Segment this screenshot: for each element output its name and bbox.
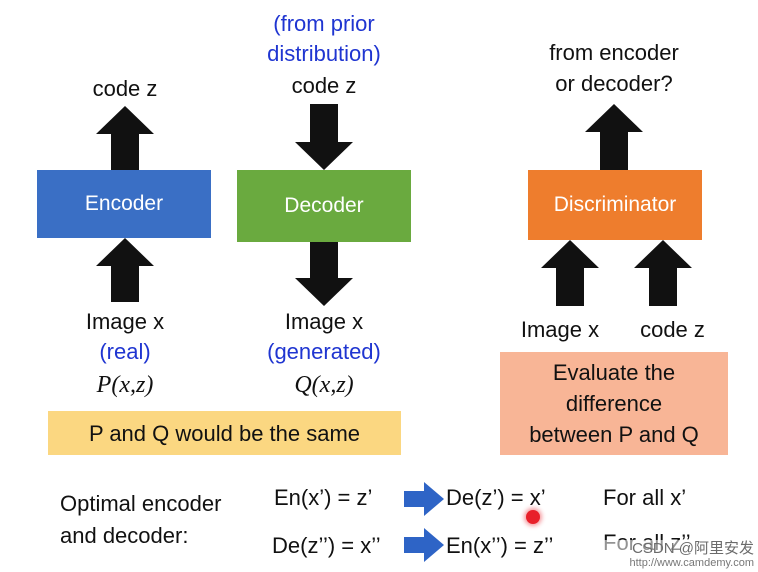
encoder-input-note: (real) bbox=[99, 339, 151, 364]
watermark: CSDN @阿里安发 http://www.camdemy.com bbox=[588, 540, 754, 570]
evaluate-note-line2: difference bbox=[565, 391, 663, 416]
optimal-label-line2: and decoder: bbox=[60, 523, 189, 548]
row1-encoder-equation: En(x’) = z’ bbox=[274, 485, 373, 510]
pq-same-note: P and Q would be the same bbox=[48, 411, 401, 455]
row1-decoder-equation: De(z’) = x’ bbox=[446, 485, 546, 510]
decoder-box: Decoder bbox=[237, 170, 411, 242]
decoder-output-label: Image x bbox=[284, 309, 364, 334]
discriminator-question-line2: or decoder? bbox=[555, 71, 673, 96]
decoder-prior-note-line2: distribution) bbox=[267, 41, 381, 66]
discriminator-box-label: Discriminator bbox=[553, 193, 677, 216]
distribution-q: Q(x,z) bbox=[294, 372, 354, 398]
pointer-dot bbox=[526, 510, 540, 524]
watermark-line2: http://www.camdemy.com bbox=[629, 557, 755, 569]
decoder-input-label: code z bbox=[291, 73, 357, 98]
encoder-output-label: code z bbox=[92, 76, 158, 101]
encoder-output-arrow bbox=[96, 106, 154, 170]
encoder-input-arrow bbox=[96, 238, 154, 302]
discriminator-code-input-arrow bbox=[634, 240, 692, 306]
discriminator-image-input-arrow bbox=[541, 240, 599, 306]
row2-decoder-equation: De(z’’) = x’’ bbox=[272, 533, 381, 558]
row2-implies-arrow bbox=[404, 528, 444, 562]
encoder-box-label: Encoder bbox=[84, 192, 164, 215]
discriminator-output-arrow bbox=[585, 104, 643, 170]
watermark-line1: CSDN @阿里安发 bbox=[632, 540, 754, 557]
decoder-output-note: (generated) bbox=[267, 339, 381, 364]
pq-same-note-text: P and Q would be the same bbox=[88, 420, 361, 446]
decoder-prior-note-line1: (from prior bbox=[273, 11, 375, 36]
discriminator-code-label: code z bbox=[640, 317, 705, 342]
encoder-box: Encoder bbox=[37, 170, 211, 238]
evaluate-difference-note: Evaluate the difference between P and Q bbox=[500, 352, 728, 455]
row1-implies-arrow bbox=[404, 482, 444, 516]
row2-encoder-equation: En(x’’) = z’’ bbox=[446, 533, 554, 558]
evaluate-note-line1: Evaluate the bbox=[552, 360, 676, 385]
optimal-label-line1: Optimal encoder bbox=[60, 491, 222, 516]
discriminator-question-line1: from encoder bbox=[549, 40, 679, 65]
discriminator-box: Discriminator bbox=[528, 170, 702, 240]
evaluate-note-line3: between P and Q bbox=[529, 422, 699, 447]
decoder-input-arrow bbox=[295, 104, 353, 170]
encoder-input-label: Image x bbox=[85, 309, 165, 334]
decoder-box-label: Decoder bbox=[284, 194, 364, 217]
discriminator-image-label: Image x bbox=[520, 317, 600, 342]
row1-scope: For all x’ bbox=[603, 485, 687, 510]
distribution-p: P(x,z) bbox=[96, 372, 154, 398]
decoder-output-arrow bbox=[295, 242, 353, 306]
